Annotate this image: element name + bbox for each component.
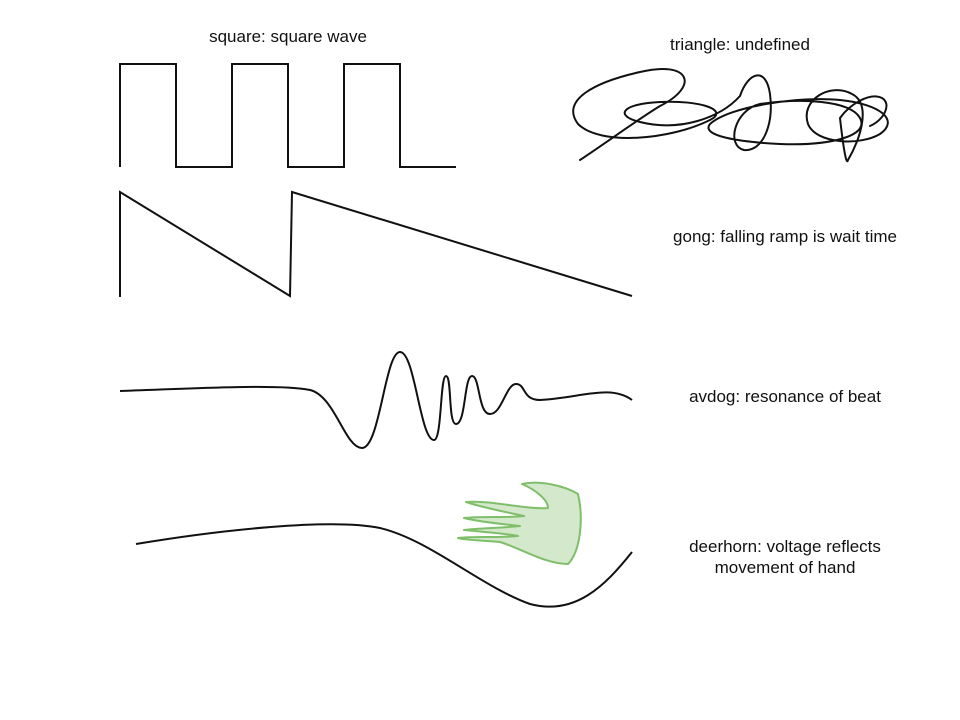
deerhorn-label: deerhorn: voltage reflects movement of h… xyxy=(660,536,910,578)
deerhorn-wave xyxy=(135,523,633,608)
gong-wave xyxy=(119,190,633,298)
square-label: square: square wave xyxy=(209,27,367,46)
deerhorn-label-line2: movement of hand xyxy=(714,558,856,577)
gong-label: gong: falling ramp is wait time xyxy=(673,227,897,246)
triangle-scribble xyxy=(572,67,889,163)
triangle-label: triangle: undefined xyxy=(670,35,810,54)
hand-icon xyxy=(457,481,582,565)
square-wave xyxy=(119,63,456,168)
deerhorn-label-line1: deerhorn: voltage reflects xyxy=(689,537,881,556)
avdog-label: avdog: resonance of beat xyxy=(689,387,881,406)
avdog-wave xyxy=(119,350,633,450)
